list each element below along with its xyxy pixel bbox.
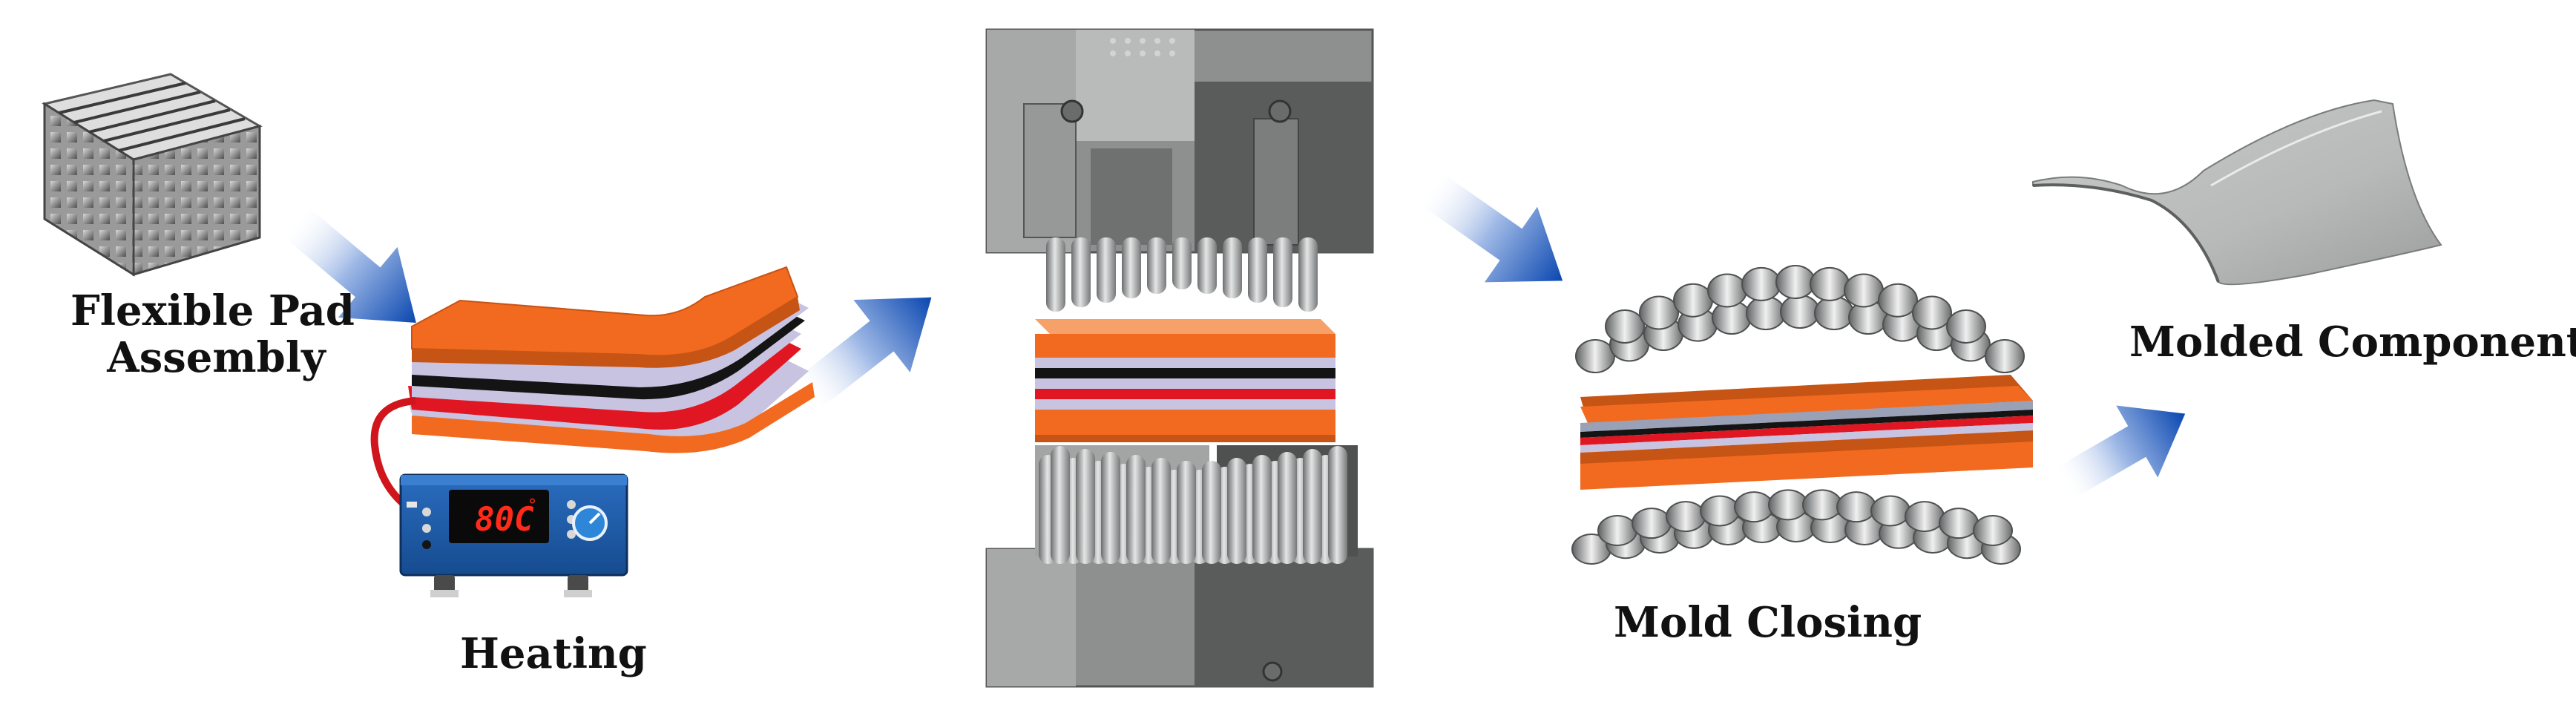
pin [1076, 449, 1095, 564]
dome [1575, 339, 1615, 373]
dome [1810, 266, 1850, 301]
heating-pad-stack [408, 266, 815, 453]
pin [1223, 237, 1242, 298]
pin [1051, 446, 1070, 564]
label-flexible-pad-line1: Flexible Pad [70, 286, 355, 335]
dome [1741, 266, 1781, 301]
dome [1780, 295, 1820, 329]
dome [1939, 508, 1979, 539]
label-molded-component: Molded Component [2129, 318, 2576, 367]
dome [1632, 508, 1672, 539]
pad-assembly-grid-icon [42, 73, 263, 277]
pin-array-icon [1046, 237, 1318, 312]
dome [1673, 283, 1713, 318]
dome [1912, 295, 1952, 330]
dome [1639, 295, 1679, 330]
dome [1605, 309, 1645, 344]
pin [1252, 455, 1272, 564]
dome [1775, 265, 1816, 299]
dome [1836, 491, 1876, 523]
press-pad-stack [1035, 319, 1335, 442]
dome [1946, 309, 1986, 344]
dome [1878, 283, 1918, 318]
flow-arrow-icon [796, 297, 932, 409]
dome [1905, 501, 1945, 533]
pin [1197, 237, 1217, 294]
pin [1126, 455, 1146, 564]
controller-display: 80C [475, 501, 534, 539]
flow-arrow-icon [284, 208, 416, 323]
pin [1151, 458, 1171, 564]
pin [1046, 237, 1065, 312]
pin [1172, 237, 1192, 289]
pin [1101, 452, 1120, 564]
pin [1071, 237, 1091, 307]
controller-unit: ° [528, 496, 536, 515]
dome [1700, 495, 1740, 527]
dome [1707, 273, 1747, 308]
pin-array-icon [1571, 489, 2021, 565]
pin-array-icon [1039, 446, 1347, 564]
dome [1973, 515, 2013, 546]
pin [1097, 237, 1116, 303]
dome [1666, 501, 1706, 533]
pin [1177, 461, 1196, 564]
pin [1328, 446, 1347, 564]
label-flexible-pad-assembly: Flexible Pad Assembly [70, 288, 355, 381]
pin [1227, 458, 1246, 564]
dome [1870, 495, 1910, 527]
flow-arrow-icon [2057, 405, 2186, 498]
heater-cable [370, 397, 416, 508]
temperature-controller-icon [399, 473, 628, 597]
dome [1746, 296, 1786, 331]
pin-array-icon [1575, 265, 2025, 373]
pin [1202, 461, 1221, 564]
curved-panel-icon [2032, 99, 2442, 286]
label-heating: Heating [460, 629, 647, 678]
pin [1298, 237, 1318, 312]
dome [1802, 489, 1842, 521]
dome [1597, 515, 1637, 546]
label-mold-closing: Mold Closing [1614, 598, 1922, 647]
dome [1768, 489, 1808, 521]
pin [1273, 237, 1292, 307]
mold-closing-stack [1580, 375, 2033, 490]
pin [1248, 237, 1267, 303]
dome [1814, 296, 1854, 331]
pin [1278, 452, 1297, 564]
pin [1303, 449, 1322, 564]
pin [1122, 237, 1141, 298]
dome [1844, 273, 1884, 308]
dome [1985, 339, 2025, 373]
flow-arrow-icon [1421, 173, 1563, 283]
label-flexible-pad-line2: Assembly [107, 332, 326, 382]
dome [1734, 491, 1774, 523]
pin [1147, 237, 1166, 294]
